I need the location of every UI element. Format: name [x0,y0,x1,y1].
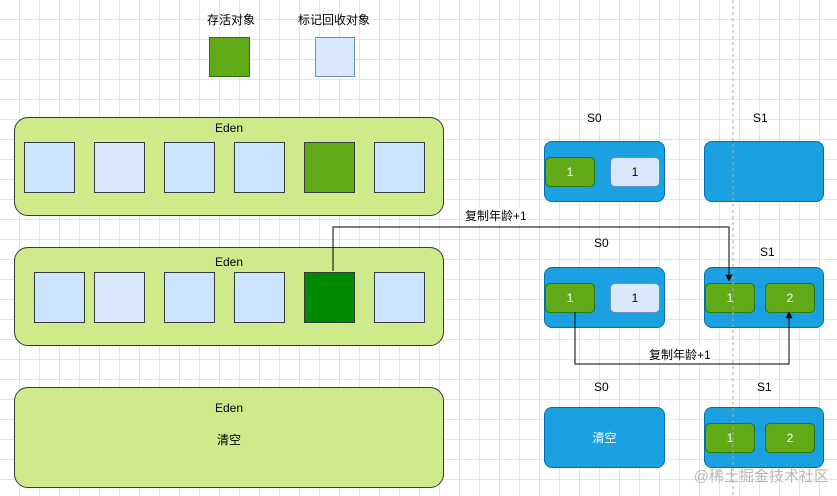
s1-space-row3: 1 2 [704,407,824,468]
legend-live-label: 存活对象 [207,13,256,27]
copy-age-label-1: 复制年龄+1 [464,207,528,224]
eden-cell [94,272,145,323]
s0-status: 清空 [592,431,617,445]
watermark: @稀土掘金技术社区 [693,468,829,485]
copy-arrow-eden-to-s1 [332,226,733,282]
legend-marked-label: 标记回收对象 [298,13,371,27]
legend-live-swatch [209,37,250,77]
eden-cell [94,142,145,193]
s0-object-chip: 1 [545,283,595,313]
s1-object-chip: 1 [705,283,755,313]
eden-space-row3: Eden 清空 [14,387,444,488]
eden-cell [164,272,215,323]
eden-cell [234,142,285,193]
eden-cell [374,272,425,323]
s0-label-row2: S0 [594,236,609,250]
copy-age-label-2: 复制年龄+1 [648,346,712,363]
legend-marked-swatch [315,37,355,77]
copy-arrow-s0-to-s1 [574,311,793,365]
eden-status: 清空 [216,433,241,447]
s1-label-row1: S1 [753,111,768,125]
eden-space-row1: Eden [14,117,444,216]
s1-object-chip: 1 [705,423,755,453]
eden-label: Eden [214,121,244,135]
s0-object-chip: 1 [545,157,595,187]
eden-label: Eden [214,255,244,269]
s0-space-row3: 清空 [544,407,665,468]
s1-space-row2: 1 2 [704,267,824,328]
eden-cell [24,142,75,193]
s0-space-row2: 1 1 [544,267,665,328]
s0-label-row1: S0 [587,111,602,125]
eden-cell-copied [304,272,355,323]
s0-space-row1: 1 1 [544,141,665,202]
eden-space-row2: Eden [14,247,444,346]
eden-cell [234,272,285,323]
s0-object-chip: 1 [610,283,660,313]
s0-object-chip: 1 [610,157,660,187]
eden-label: Eden [214,401,244,415]
s1-label-row2: S1 [760,245,775,259]
s0-label-row3: S0 [594,380,609,394]
s1-object-chip: 2 [765,283,815,313]
eden-cell [34,272,85,323]
s1-space-row1 [704,141,824,202]
s1-label-row3: S1 [757,380,772,394]
eden-cell [374,142,425,193]
eden-cell-live [304,142,355,193]
eden-cell [164,142,215,193]
s1-object-chip: 2 [765,423,815,453]
